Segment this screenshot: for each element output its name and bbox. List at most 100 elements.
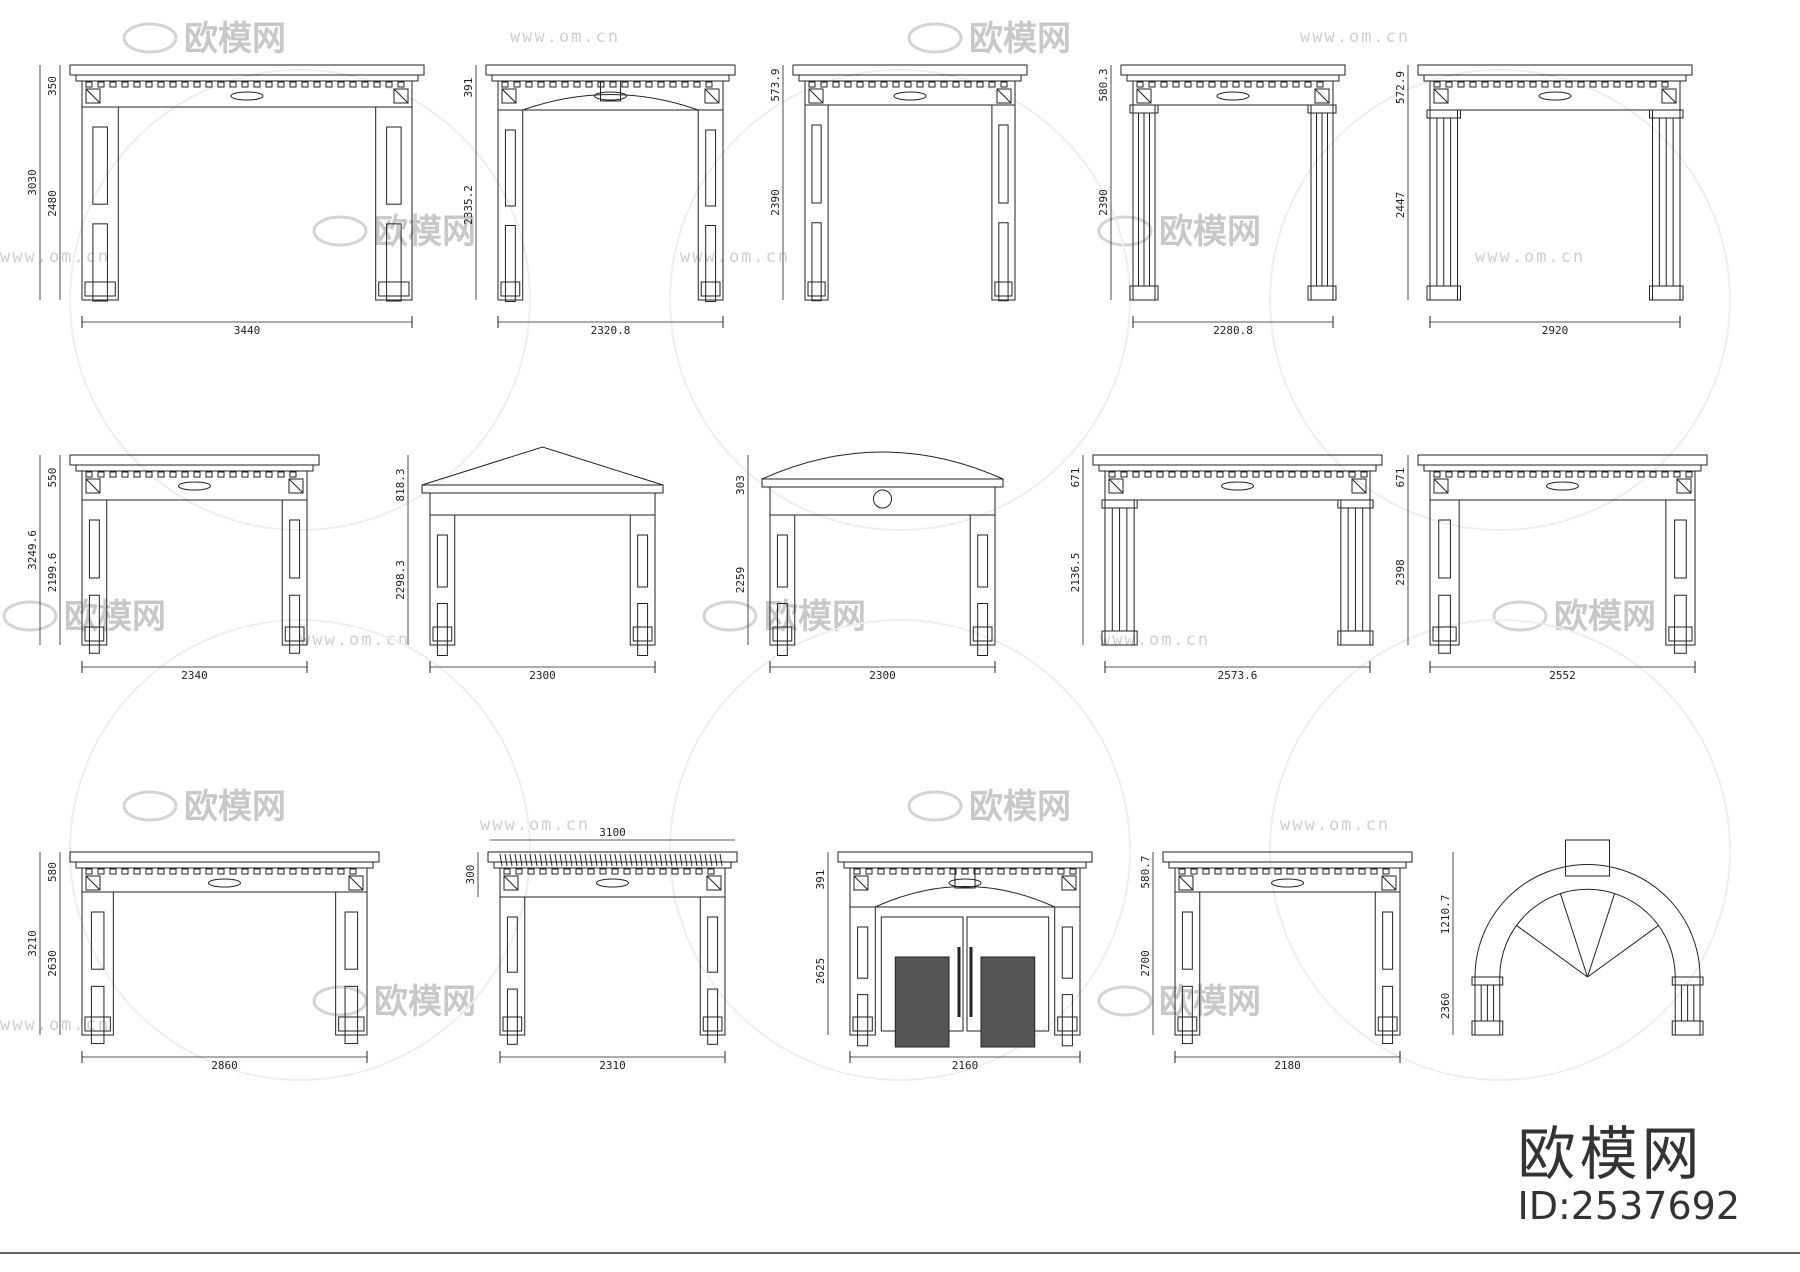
cornice-moulding — [843, 861, 1087, 869]
roof-tile — [689, 853, 693, 867]
roof-tile — [714, 853, 718, 867]
dentil — [277, 471, 285, 478]
dimension-total-label: 3210 — [26, 930, 39, 957]
dimension-opening-label: 2136.5 — [1069, 553, 1082, 593]
roof-tile — [499, 853, 503, 867]
pilaster-base — [502, 1016, 523, 1032]
dentil — [913, 868, 921, 875]
watermark-sofa-icon — [1097, 215, 1153, 247]
dentil — [633, 81, 641, 88]
frieze-box-cross — [1061, 875, 1077, 891]
dentil — [1244, 81, 1252, 88]
dentil — [599, 868, 607, 875]
dentil — [1310, 868, 1318, 875]
watermark-logo-text: 欧模网 — [184, 19, 286, 59]
dentil — [585, 81, 593, 88]
roof-tile — [524, 853, 528, 867]
frieze-box-left — [85, 478, 101, 494]
arch-spoke — [1516, 925, 1588, 978]
dimension-head-label: 391 — [462, 78, 475, 98]
watermark-sofa-icon — [312, 215, 368, 247]
dimension-width-label: 2340 — [181, 669, 208, 682]
dentil — [1553, 81, 1561, 88]
dentil — [1601, 81, 1609, 88]
pilaster-base — [772, 626, 793, 642]
pilaster-base — [338, 1016, 365, 1032]
dentil — [1009, 868, 1017, 875]
dentil — [157, 868, 165, 875]
dentil — [513, 81, 521, 88]
dentil — [952, 81, 960, 88]
dimension-width-label: 2160 — [952, 1059, 979, 1072]
keystone — [1565, 839, 1610, 877]
dimension-head-label: 573.9 — [769, 68, 782, 101]
dentil — [241, 868, 249, 875]
dimension-width-label: 2552 — [1549, 669, 1576, 682]
dentil — [1274, 868, 1282, 875]
dentil — [1637, 81, 1645, 88]
dentil — [901, 868, 909, 875]
frieze-carving — [594, 91, 627, 101]
dentil — [1360, 471, 1368, 478]
dentil — [1433, 81, 1441, 88]
pilaster-left — [769, 514, 796, 646]
dentil — [133, 81, 141, 88]
dentil — [1505, 81, 1513, 88]
door-panel-left — [894, 956, 950, 1048]
roof-tile — [719, 853, 723, 867]
dentil — [1382, 868, 1390, 875]
dimension-opening-label: 2398 — [1394, 559, 1407, 586]
watermark-logo: 欧模网 — [907, 787, 1071, 827]
dentil — [289, 81, 297, 88]
pilaster-base — [1177, 1016, 1198, 1032]
watermark-url: www.om.cn — [1475, 247, 1585, 267]
pilaster-panel — [776, 603, 788, 656]
frieze-box-cross — [1433, 478, 1449, 494]
dentil — [1202, 868, 1210, 875]
dentil — [964, 81, 972, 88]
dentil — [1541, 471, 1549, 478]
frieze-box-left — [503, 875, 519, 891]
cornice — [69, 851, 380, 863]
dentil — [1286, 868, 1294, 875]
pilaster-panel — [1674, 519, 1687, 579]
pilaster-panel — [1438, 519, 1451, 579]
frieze-box-cross — [501, 88, 517, 104]
pilaster-left — [81, 499, 108, 646]
dentil — [349, 81, 357, 88]
pilaster-panel — [998, 222, 1009, 302]
dentil — [301, 81, 309, 88]
watermark-circle — [669, 619, 1131, 1081]
watermark-url: www.om.cn — [510, 27, 620, 47]
dentil — [277, 81, 285, 88]
pilaster-base — [700, 281, 721, 297]
dentil — [1334, 868, 1342, 875]
dentil — [1445, 81, 1453, 88]
dimension-opening-label: 2480 — [46, 190, 59, 217]
roof-tile — [639, 853, 643, 867]
pilaster-base — [432, 626, 453, 642]
pilaster-right — [1374, 891, 1401, 1036]
dentil — [1673, 471, 1681, 478]
dentil — [1190, 868, 1198, 875]
roof-tile — [669, 853, 673, 867]
dentil — [1324, 471, 1332, 478]
dimension-width-label: 2280.8 — [1213, 324, 1253, 337]
dentil — [85, 471, 93, 478]
roof-tile — [629, 853, 633, 867]
dentil — [1148, 81, 1156, 88]
frieze-box-cross — [706, 875, 722, 891]
dimension-opening-label: 2630 — [46, 950, 59, 977]
frieze — [499, 867, 726, 898]
pilaster-base — [84, 626, 105, 642]
watermark-logo-text: 欧模网 — [1159, 982, 1261, 1022]
dentil — [121, 81, 129, 88]
dentil — [109, 868, 117, 875]
pilaster-panel — [344, 911, 359, 970]
dentil — [1232, 81, 1240, 88]
